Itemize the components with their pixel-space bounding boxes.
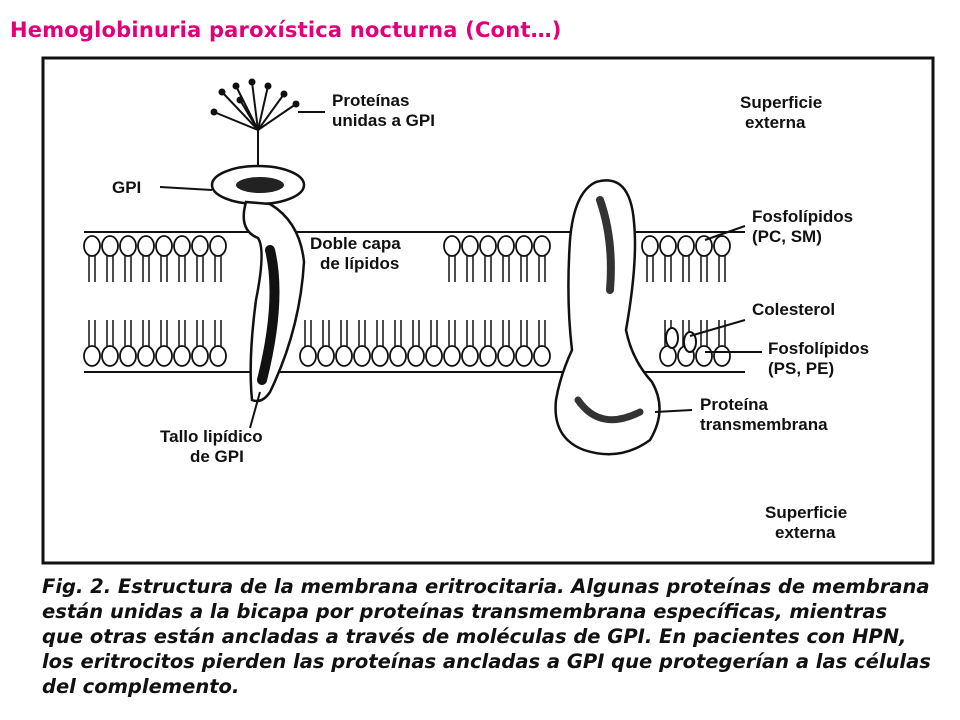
label-phospholipids-inner-1: Fosfolípidos xyxy=(768,339,869,358)
phospholipid-head xyxy=(173,235,191,257)
phospholipid-head xyxy=(461,235,479,257)
phospholipid-head xyxy=(659,345,677,367)
label-cholesterol: Colesterol xyxy=(752,300,835,319)
label-phospholipids-outer-2: (PC, SM) xyxy=(752,227,822,246)
phospholipid-head xyxy=(425,345,443,367)
figure-caption: Fig. 2. Estructura de la membrana eritro… xyxy=(42,575,931,698)
phospholipid-head xyxy=(443,345,461,367)
phospholipid-head xyxy=(641,235,659,257)
phospholipid-head xyxy=(137,345,155,367)
figure-frame xyxy=(41,56,935,565)
phospholipid-head xyxy=(299,345,317,367)
label-lipid-bilayer-2: de lípidos xyxy=(320,254,399,273)
phospholipid-head xyxy=(407,345,425,367)
label-stalk-1: Tallo lipídico xyxy=(160,427,263,446)
page-title: Hemoglobinuria paroxística nocturna (Con… xyxy=(10,18,562,42)
phospholipid-head xyxy=(191,345,209,367)
label-outer-surface-bottom-1: Superficie xyxy=(765,503,847,522)
label-stalk-2: de GPI xyxy=(190,447,244,466)
phospholipid-head xyxy=(371,345,389,367)
transmembrane-protein xyxy=(554,179,661,456)
phospholipid-head xyxy=(209,235,227,257)
leader-stalk xyxy=(249,391,261,429)
cholesterol-molecules xyxy=(665,327,697,353)
phospholipid-head xyxy=(713,235,731,257)
label-outer-surface-top-1: Superficie xyxy=(740,93,822,112)
phospholipid-head xyxy=(209,345,227,367)
leader-lines xyxy=(159,111,762,429)
gpi-protein-branches xyxy=(213,81,297,170)
label-gpi: GPI xyxy=(112,178,141,197)
phospholipid-head xyxy=(119,235,137,257)
label-gpi-proteins-1: Proteínas xyxy=(332,91,409,110)
leader-transmembrane xyxy=(654,409,693,413)
phospholipid-head xyxy=(479,345,497,367)
gpi-protein-tips xyxy=(210,78,300,116)
phospholipid-head xyxy=(533,345,551,367)
leader-gpi xyxy=(159,186,213,191)
leader-cholesterol xyxy=(689,319,746,337)
phospholipid-head xyxy=(479,235,497,257)
phospholipid-head xyxy=(353,345,371,367)
phospholipid-head xyxy=(443,235,461,257)
phospholipid-head xyxy=(497,345,515,367)
phospholipid-head xyxy=(119,345,137,367)
phospholipid-head xyxy=(335,345,353,367)
label-phospholipids-outer-1: Fosfolípidos xyxy=(752,207,853,226)
label-outer-surface-bottom-2: externa xyxy=(775,523,836,542)
gpi-anchored-protein xyxy=(210,78,306,403)
leader-phospholipids-outer xyxy=(704,225,746,241)
phospholipid-head xyxy=(155,235,173,257)
phospholipid-head xyxy=(83,235,101,257)
phospholipid-head xyxy=(173,345,191,367)
phospholipid-head xyxy=(497,235,515,257)
label-transmembrane-2: transmembrana xyxy=(700,415,828,434)
lipid-bilayer xyxy=(83,231,745,373)
label-outer-surface-top-2: externa xyxy=(745,113,806,132)
phospholipid-head xyxy=(461,345,479,367)
phospholipid-head xyxy=(533,235,551,257)
label-transmembrane-1: Proteína xyxy=(700,395,769,414)
label-lipid-bilayer-1: Doble capa xyxy=(310,234,401,253)
phospholipid-head xyxy=(137,235,155,257)
phospholipid-head xyxy=(695,345,713,367)
phospholipid-head xyxy=(101,345,119,367)
phospholipid-head xyxy=(101,235,119,257)
phospholipid-head xyxy=(191,235,209,257)
phospholipid-head xyxy=(317,345,335,367)
label-phospholipids-inner-2: (PS, PE) xyxy=(768,359,834,378)
phospholipid-head xyxy=(713,345,731,367)
phospholipid-head xyxy=(515,235,533,257)
label-gpi-proteins-2: unidas a GPI xyxy=(332,111,435,130)
phospholipid-head xyxy=(677,235,695,257)
figure-labels: Proteínas unidas a GPI Superficie extern… xyxy=(112,91,869,542)
phospholipid-head xyxy=(155,345,173,367)
phospholipid-head xyxy=(659,235,677,257)
phospholipid-head xyxy=(389,345,407,367)
phospholipid-head xyxy=(695,235,713,257)
phospholipid-head xyxy=(83,345,101,367)
phospholipid-head xyxy=(515,345,533,367)
